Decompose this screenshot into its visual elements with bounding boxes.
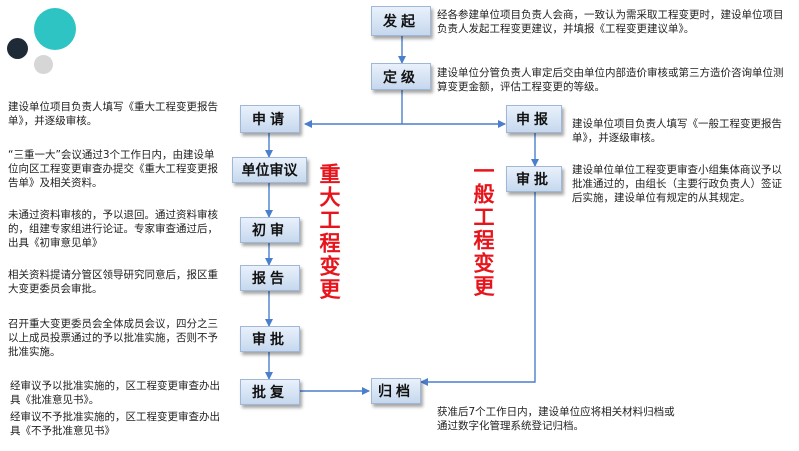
label-minor-change: 一般工程变更 (471, 160, 496, 298)
decor-circle-dark (7, 38, 28, 59)
note-chushen: 未通过资料审核的，予以退回。通过资料审核的，组建专家组进行论证。专家审查通过后，… (8, 209, 218, 249)
note-guidang: 获准后7个工作日内，建设单位应将相关材料归档或通过数字化管理系统登记归档。 (437, 406, 675, 432)
note-faqi: 经各参建单位项目负责人会商，一致认为需采取工程变更时，建设单位项目负责人发起工程… (437, 9, 784, 35)
note-shenpi-major: 召开重大变更委员会全体成员会议，四分之三以上成员投票通过的予以批准实施，否则不予… (8, 318, 218, 358)
decor-circle-grey (34, 55, 53, 74)
step-chushen: 初审 (240, 217, 300, 243)
note-shenqing: 建设单位项目负责人填写《重大工程变更报告单》，并逐级审核。 (8, 101, 218, 127)
arrow-shenpi-guidang (420, 192, 536, 386)
step-shenpi-major: 审批 (240, 326, 300, 352)
step-faqi: 发起 (371, 6, 431, 36)
note-shenbao: 建设单位项目负责人填写《一般工程变更报告单》，并逐级审核。 (572, 118, 782, 144)
step-pifu: 批复 (240, 379, 300, 405)
step-dingji: 定级 (371, 63, 431, 90)
note-dingji: 建设单位分管负责人审定后交由单位内部造价审核或第三方造价咨询单位测算变更金额，评… (437, 67, 784, 93)
note-danwei-shenyi: “三重一大”会议通过3个工作日内，由建设单位向区工程变更审查办提交《重大工程变更… (8, 149, 218, 189)
step-guidang: 归档 (371, 378, 421, 404)
note-pifu-approve: 经审议予以批准实施的，区工程变更审查办出具《批准意见书》。 (10, 380, 220, 406)
step-danwei-shenyi: 单位审议 (232, 157, 307, 183)
step-baogao: 报告 (240, 265, 300, 291)
decor-circle-teal (34, 8, 76, 50)
step-shenqing: 申请 (240, 105, 300, 133)
step-shenbao: 申报 (506, 105, 562, 133)
note-baogao: 相关资料提请分管区领导研究同意后，报区重大变更委员会审批。 (8, 269, 218, 295)
note-shenpi-minor: 建设单位单位工程变更审查小组集体商议予以批准通过的，由组长（主要行政负责人）签证… (572, 164, 782, 204)
step-shenpi-minor: 审批 (506, 166, 562, 192)
label-major-change: 重大工程变更 (317, 163, 342, 301)
note-pifu-reject: 经审议不予批准实施的，区工程变更审查办出具《不予批准意见书》 (10, 411, 220, 437)
